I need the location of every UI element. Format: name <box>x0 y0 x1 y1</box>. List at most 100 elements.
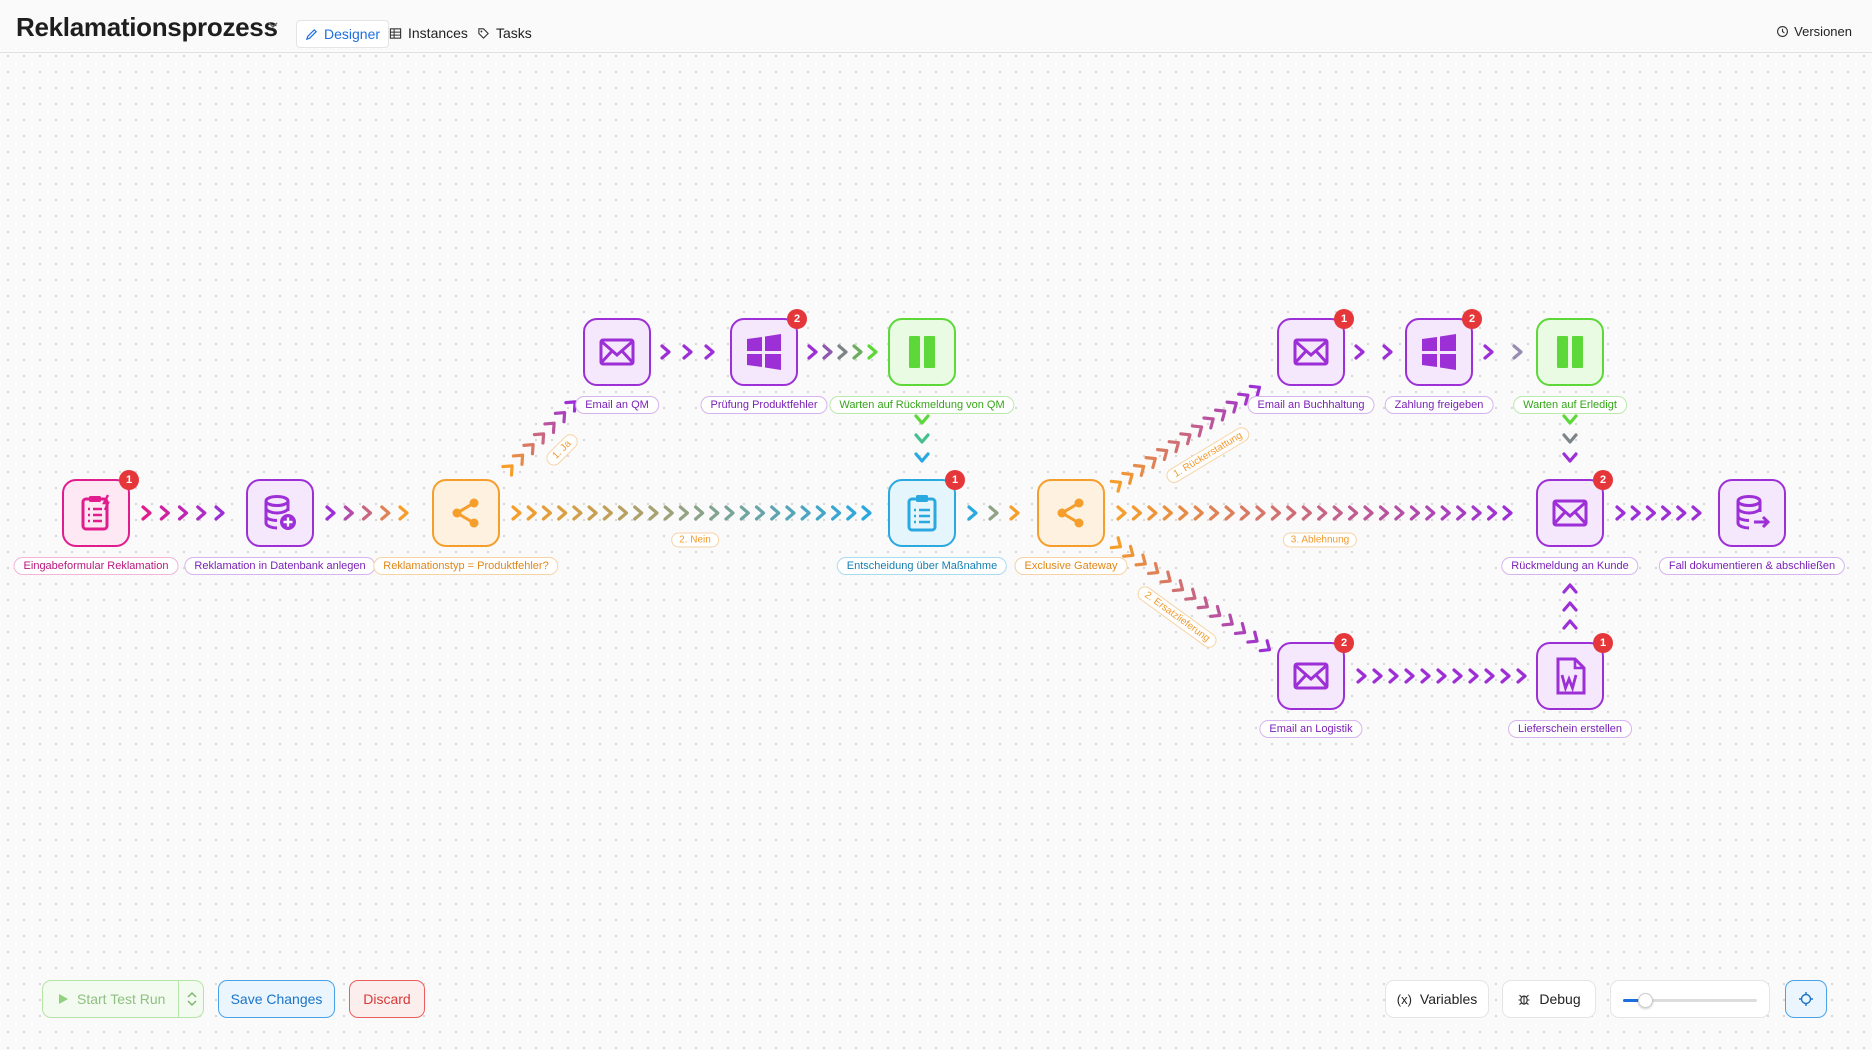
tab-instances[interactable]: Instances <box>381 20 476 46</box>
node-n3[interactable] <box>432 479 500 547</box>
node-n6[interactable] <box>888 318 956 386</box>
edge-chevron <box>1363 505 1374 521</box>
edge-chevron <box>1224 505 1235 521</box>
edge-chevron <box>914 414 930 425</box>
edge-chevron <box>553 410 567 424</box>
edge-chevron <box>532 432 546 445</box>
node-badge: 2 <box>1593 470 1613 490</box>
edge-chevron <box>1562 452 1578 463</box>
edge-chevron <box>1144 456 1157 470</box>
node-label: Reklamation in Datenbank anlegen <box>184 557 376 575</box>
zoom-slider[interactable] <box>1610 980 1770 1018</box>
edge-chevron <box>617 505 629 521</box>
node-n10[interactable]: 2 <box>1405 309 1482 386</box>
edge-chevron <box>1121 471 1134 485</box>
node-n2[interactable] <box>246 479 314 547</box>
node-n14[interactable]: 2 <box>1277 633 1354 710</box>
node-n4[interactable] <box>583 318 651 386</box>
tab-designer[interactable]: Designer <box>296 20 390 48</box>
edge-chevron <box>501 464 514 477</box>
edge-chevron <box>709 505 720 521</box>
edge-chevron <box>1301 505 1312 521</box>
edge-chevron <box>1214 408 1227 422</box>
node-badge: 2 <box>1334 633 1354 653</box>
edge-chevron <box>1562 414 1578 425</box>
node-n8[interactable] <box>1037 479 1105 547</box>
edge-chevron <box>1562 601 1578 612</box>
tab-instances-label: Instances <box>408 25 468 41</box>
edge-chevron <box>1562 433 1578 444</box>
edge-chevron <box>543 421 556 434</box>
pause-icon <box>909 336 935 368</box>
chevron-down-icon[interactable] <box>266 18 280 32</box>
edge-chevron <box>1562 583 1578 594</box>
fit-view-button[interactable] <box>1785 980 1827 1018</box>
node-n15[interactable]: 1 <box>1536 633 1613 710</box>
edge-chevron <box>1562 619 1578 630</box>
edge-chevron <box>159 505 170 521</box>
node-n13[interactable] <box>1718 479 1786 547</box>
variables-button[interactable]: (x) Variables <box>1385 980 1489 1018</box>
chevron-updown-icon[interactable] <box>185 990 199 1008</box>
edge-chevron <box>1184 587 1197 601</box>
node-badge: 2 <box>787 309 807 329</box>
node-n5[interactable]: 2 <box>730 309 807 386</box>
database-add-icon <box>264 495 296 530</box>
edge-chevron <box>1178 505 1189 521</box>
windows-icon <box>1422 334 1456 370</box>
node-n7[interactable]: 1 <box>888 470 965 547</box>
versions-button[interactable]: Versionen <box>1776 24 1852 39</box>
edge-chevron <box>1486 505 1498 521</box>
edge-chevron <box>1239 505 1251 521</box>
zoom-slider-fill <box>1623 999 1645 1002</box>
edge-chevron <box>914 452 930 463</box>
node-badge: 1 <box>119 470 139 490</box>
edge-chevron <box>1179 432 1192 446</box>
page-title: Reklamationsprozess <box>16 12 278 42</box>
edge-chevron <box>1193 505 1204 521</box>
edge-chevron <box>1456 505 1467 521</box>
edge-chevron <box>785 505 796 521</box>
edge-chevron <box>1147 505 1158 521</box>
edge-chevron <box>822 344 833 360</box>
edge-chevron <box>398 505 409 521</box>
edge-chevron <box>852 344 863 360</box>
edge-chevron <box>1516 668 1527 684</box>
node-n1[interactable]: 1 <box>62 470 139 547</box>
flow-edges <box>141 344 1702 684</box>
start-test-run-button[interactable]: Start Test Run <box>42 980 204 1018</box>
edge-chevron <box>1645 505 1657 521</box>
edge-chevron <box>1255 505 1266 521</box>
node-n11[interactable] <box>1536 318 1604 386</box>
edge-chevron <box>1394 505 1405 521</box>
edge-chevron <box>557 505 568 521</box>
node-n9[interactable]: 1 <box>1277 309 1354 386</box>
zoom-slider-handle[interactable] <box>1638 993 1654 1008</box>
edge-chevron <box>1388 668 1399 684</box>
edge-chevron <box>1162 505 1173 521</box>
node-label: Prüfung Produktfehler <box>700 396 828 414</box>
node-badge: 1 <box>1593 633 1613 653</box>
mail-icon <box>1293 662 1329 690</box>
save-changes-button[interactable]: Save Changes <box>218 980 335 1018</box>
versions-label: Versionen <box>1794 24 1852 39</box>
clipboard-icon <box>907 495 937 532</box>
edge-chevron <box>1347 505 1359 521</box>
debug-button[interactable]: Debug <box>1502 980 1596 1018</box>
edge-chevron <box>1420 668 1431 684</box>
discard-button[interactable]: Discard <box>349 980 425 1018</box>
node-label: Exclusive Gateway <box>1014 557 1128 575</box>
windows-icon <box>747 334 781 370</box>
edge-chevron <box>1502 505 1513 521</box>
edge-chevron <box>807 344 818 360</box>
edge-chevron <box>704 344 715 360</box>
edge-chevron <box>1190 424 1204 438</box>
tab-tasks[interactable]: Tasks <box>469 20 540 46</box>
node-label: Entscheidung über Maßnahme <box>836 557 1008 575</box>
edge-chevron <box>861 505 872 521</box>
node-label: Warten auf Erledigt <box>1513 396 1627 414</box>
node-n12[interactable]: 2 <box>1536 470 1613 547</box>
edge-chevron <box>1122 544 1135 558</box>
edge-chevron <box>511 505 522 521</box>
